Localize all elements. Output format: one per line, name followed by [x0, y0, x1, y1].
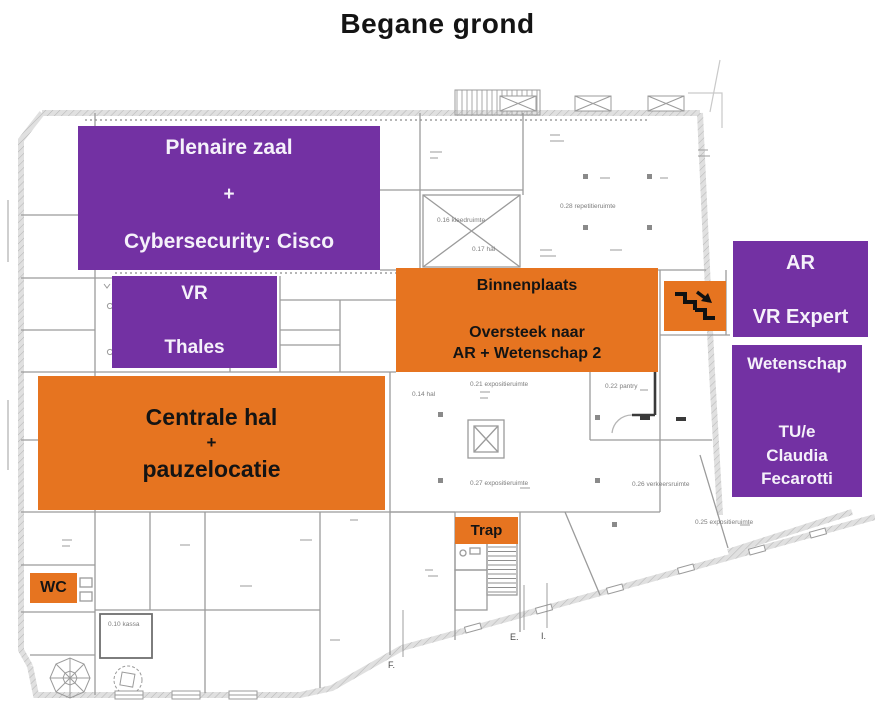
plan-room-label: 0.21 expositieruimte — [470, 381, 529, 388]
room-overlay-wc: WC — [30, 573, 77, 603]
room-label: AR — [786, 252, 815, 274]
room-label: Plenaire zaal — [165, 136, 293, 159]
room-label: + — [206, 433, 217, 453]
plan-room-label: 0.10 kassa — [108, 621, 140, 628]
room-label: Centrale hal — [145, 403, 278, 430]
grid-label-f: F. — [388, 660, 395, 670]
room-label: Wetenschap — [747, 354, 847, 373]
stairs-marker — [664, 281, 726, 331]
room-label: Binnenplaats — [476, 277, 578, 294]
room-label: WC — [40, 578, 67, 596]
room-label: Oversteek naar — [469, 324, 585, 342]
room-overlay-plenaire-zaal: Plenaire zaal + Cybersecurity: Cisco — [78, 126, 380, 270]
room-label: Fecarotti — [761, 469, 833, 489]
grid-label-e: E. — [510, 632, 519, 642]
room-overlay-ar-vr-expert: AR VR Expert — [733, 241, 868, 337]
room-label: VR — [181, 283, 208, 304]
room-label: pauzelocatie — [142, 455, 281, 482]
room-label: Thales — [164, 337, 225, 359]
plan-room-label: 0.16 kleedruimte — [437, 217, 485, 224]
room-label: TU/e — [778, 422, 816, 442]
room-overlay-centrale-hal: Centrale hal + pauzelocatie — [38, 376, 385, 510]
plan-room-label: 0.27 expositieruimte — [470, 480, 529, 487]
plan-room-label: 0.28 repetitieruimte — [560, 203, 616, 210]
room-label: + — [223, 184, 235, 206]
room-label: Cybersecurity: Cisco — [123, 229, 335, 253]
page-title: Begane grond — [340, 8, 535, 39]
plan-room-label: 0.22 pantry — [605, 383, 638, 390]
room-label: AR + Wetenschap 2 — [452, 344, 602, 362]
room-label: Claudia — [766, 445, 828, 465]
room-overlay-vr-thales: VR Thales — [112, 276, 277, 368]
room-overlay-wetenschap: Wetenschap TU/e Claudia Fecarotti — [732, 345, 862, 497]
room-overlay-binnenplaats: Binnenplaats Oversteek naar AR + Wetensc… — [396, 268, 658, 372]
room-label: Trap — [470, 521, 503, 539]
plan-room-label: 0.17 hal — [472, 246, 496, 253]
room-label: VR Expert — [752, 306, 849, 328]
plan-room-label: 0.14 hal — [412, 391, 436, 398]
room-overlay-trap: Trap — [455, 517, 518, 544]
plan-room-label: 0.25 expositieruimte — [695, 519, 754, 526]
stairs-down-icon — [675, 290, 715, 320]
plan-room-label: 0.26 verkeersruimte — [632, 481, 690, 488]
grid-label-i: I. — [541, 631, 546, 641]
